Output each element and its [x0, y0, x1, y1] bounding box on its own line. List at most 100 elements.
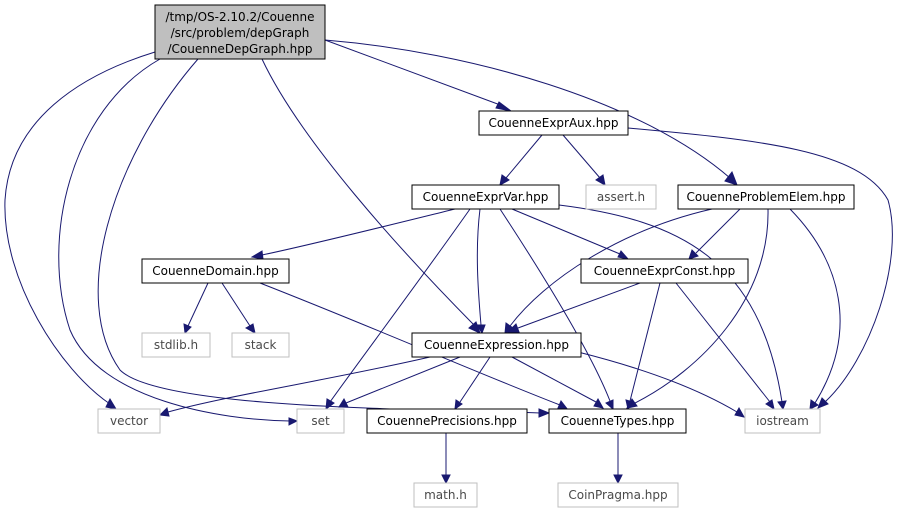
arrowhead-icon	[288, 417, 299, 426]
arrowhead-icon	[495, 101, 512, 112]
node-iostream: iostream	[744, 408, 821, 434]
node-box	[154, 4, 326, 60]
edge-CouenneExpression-to-iostream	[577, 351, 745, 418]
edge-CouenneProblemElem-to-CouenneExprConst	[688, 208, 741, 260]
arrowhead-icon	[724, 170, 738, 186]
node-box	[557, 482, 679, 508]
node-box	[677, 184, 855, 210]
edge-line	[629, 282, 661, 402]
node-box	[296, 408, 345, 434]
node-label: CoinPragma.hpp	[568, 488, 667, 502]
node-box	[411, 184, 560, 210]
arrowhead-icon	[605, 399, 614, 411]
edge-line	[221, 282, 251, 327]
node-label: CouenneExprAux.hpp	[488, 116, 618, 130]
edge-CouenneDomain-to-stack	[221, 282, 256, 334]
node-label: set	[311, 414, 330, 428]
node-box	[141, 332, 211, 358]
node-label: stack	[245, 338, 277, 352]
arrowhead-icon	[688, 249, 699, 260]
edge-CouenneExprVar-to-set	[325, 208, 471, 411]
edge-line	[187, 282, 209, 327]
node-box	[231, 332, 290, 358]
node-label: assert.h	[597, 190, 645, 204]
node-box	[548, 408, 687, 434]
edge-line	[324, 39, 504, 107]
node-couenneproblemelem[interactable]: CouenneProblemElem.hpp	[677, 184, 855, 210]
arrowhead-icon	[250, 250, 264, 260]
node-box	[744, 408, 821, 434]
edge-line	[627, 127, 893, 403]
edge-line	[511, 208, 621, 255]
node-box	[411, 332, 582, 358]
arrowhead-icon	[454, 399, 463, 411]
edge-line	[562, 134, 601, 179]
edge-line	[261, 58, 475, 326]
node-label: iostream	[756, 414, 809, 428]
arrowhead-icon	[777, 400, 787, 411]
edge-CouenneExprVar-to-CouenneTypes	[499, 208, 614, 411]
edge-CouenneExprVar-to-iostream	[558, 204, 787, 411]
node-assert-h: assert.h	[585, 184, 657, 210]
node-label: CouenneExpression.hpp	[424, 338, 569, 352]
node-label: CouenneExprConst.hpp	[594, 264, 735, 278]
node-couenneexprconst[interactable]: CouenneExprConst.hpp	[580, 258, 749, 284]
arrowhead-icon	[538, 408, 551, 418]
edge-line	[476, 208, 482, 326]
edge-line	[459, 356, 491, 403]
edge-line	[324, 39, 731, 179]
edge-CouenneExprVar-to-CouenneExpression	[476, 208, 486, 335]
edge-line	[509, 208, 713, 327]
edge-line	[58, 58, 291, 422]
node-couenneexprvar[interactable]: CouenneExprVar.hpp	[411, 184, 560, 210]
node-box	[580, 258, 749, 284]
arrowhead-icon	[499, 174, 510, 186]
edge-line	[499, 208, 611, 402]
edge-line	[511, 356, 597, 403]
node-couenneexpraux[interactable]: CouenneExprAux.hpp	[478, 110, 629, 136]
edge-line	[329, 208, 471, 403]
edge-CouenneExprVar-to-CouenneExprConst	[511, 208, 630, 260]
node-label: CouenneExprVar.hpp	[423, 190, 549, 204]
edge-line	[4, 51, 156, 405]
edge-line	[558, 204, 783, 403]
node-label: CouenneTypes.hpp	[561, 414, 675, 428]
arrowhead-icon	[506, 323, 520, 333]
edge-line	[675, 282, 771, 403]
edge-CouenneExprAux-to-iostream	[627, 127, 893, 409]
edge-CouenneExprConst-to-iostream	[675, 282, 775, 411]
arrowhead-icon	[476, 324, 486, 335]
node-label: math.h	[424, 488, 467, 502]
edge-CouenneProblemElem-to-iostream	[789, 208, 841, 410]
node-label: CouenneProblemElem.hpp	[686, 190, 845, 204]
edge-root-to-vector	[4, 51, 156, 410]
node-root: /tmp/OS-2.10.2/Couenne/src/problem/depGr…	[154, 4, 326, 60]
arrowhead-icon	[809, 399, 819, 410]
root-label-line: /tmp/OS-2.10.2/Couenne	[165, 10, 314, 24]
edge-line	[577, 351, 738, 413]
arrowhead-icon	[617, 250, 630, 260]
node-couennetypes[interactable]: CouenneTypes.hpp	[548, 408, 687, 434]
node-box	[97, 408, 161, 434]
node-couenneexpression[interactable]: CouenneExpression.hpp	[411, 332, 582, 358]
arrowhead-icon	[325, 398, 335, 411]
edge-CouenneTypes-to-CoinPragma	[613, 433, 623, 485]
edge-CouenneExpression-to-set	[338, 356, 461, 408]
edge-line	[517, 282, 641, 329]
root-label-line: /src/problem/depGraph	[171, 26, 310, 40]
edge-CouenneExpression-to-CouenneTypes	[511, 356, 604, 409]
node-box	[141, 258, 290, 284]
edge-root-to-set	[58, 58, 299, 426]
edge-CouennePrecisions-to-math_h	[441, 433, 451, 485]
edge-line	[345, 356, 461, 404]
edge-line	[261, 208, 456, 256]
arrowhead-icon	[613, 474, 623, 485]
edge-line	[695, 208, 741, 254]
node-box	[413, 482, 478, 508]
edge-CouenneExprConst-to-CouenneExpression	[506, 282, 641, 333]
edge-root-to-CouenneExprAux	[324, 39, 512, 112]
node-label: CouenneDomain.hpp	[152, 264, 279, 278]
node-couenneprecisions[interactable]: CouennePrecisions.hpp	[366, 408, 528, 434]
arrowhead-icon	[625, 399, 634, 411]
node-couennedomain[interactable]: CouenneDomain.hpp	[141, 258, 290, 284]
